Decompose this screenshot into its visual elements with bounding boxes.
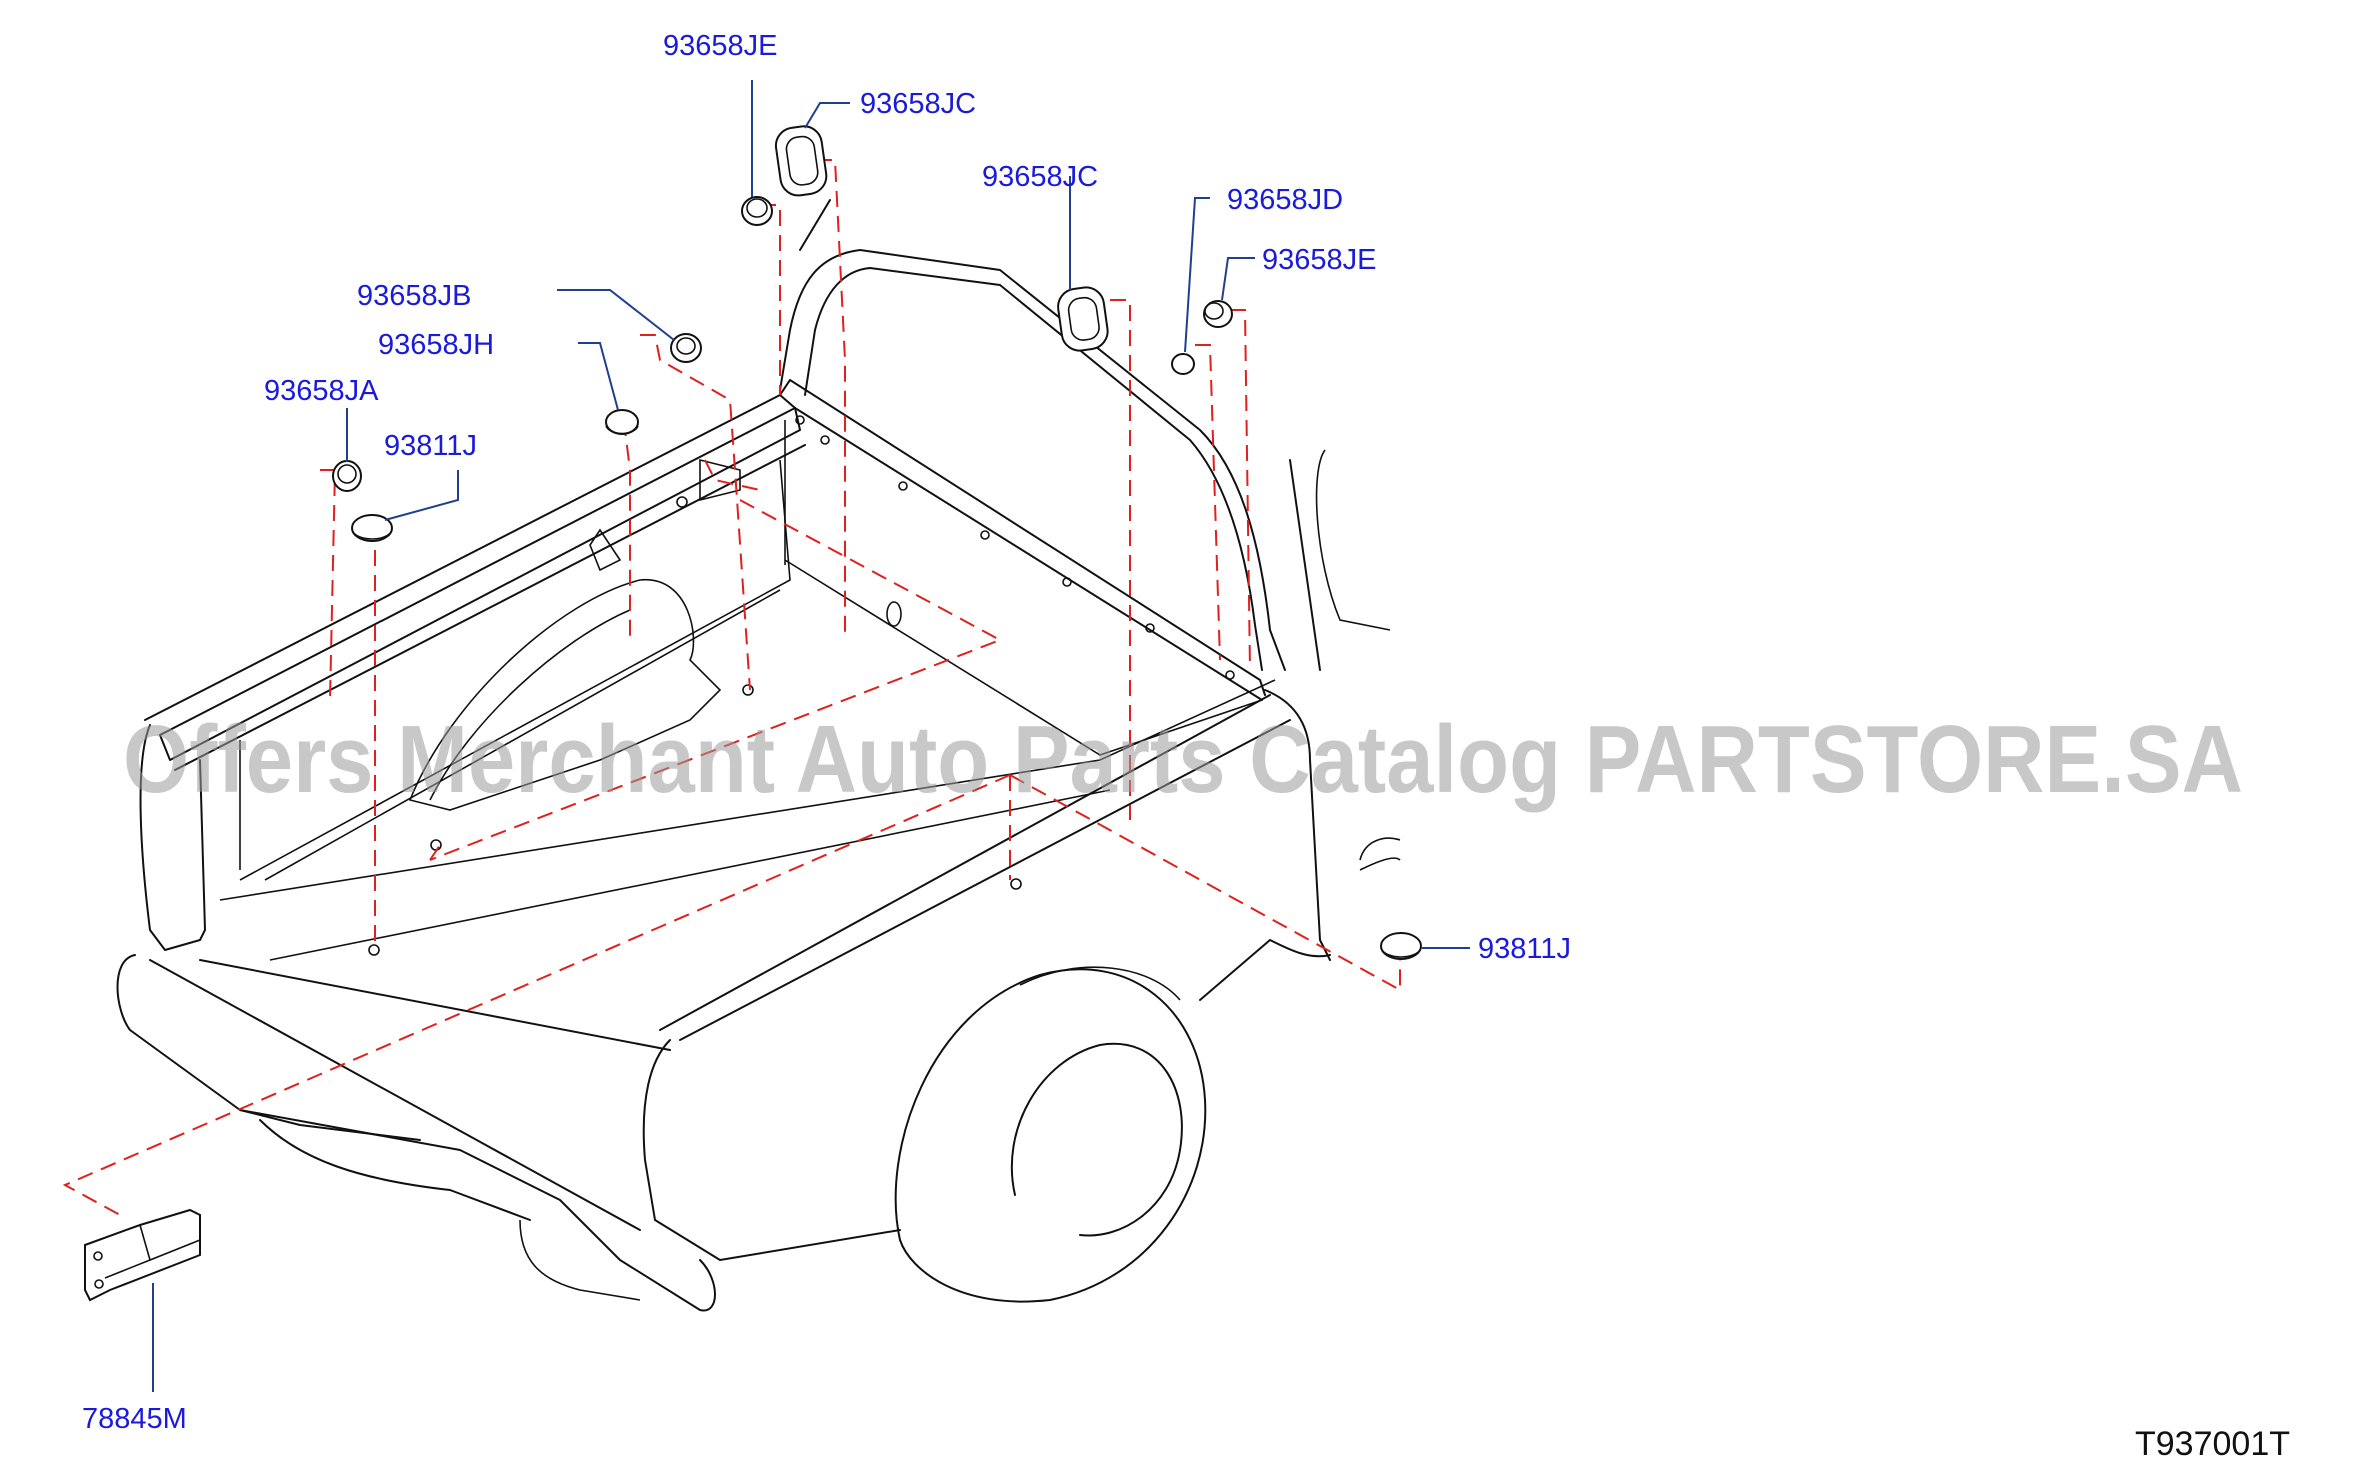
label-93658jb[interactable]: 93658JB bbox=[357, 280, 472, 312]
label-93658jh[interactable]: 93658JH bbox=[378, 329, 494, 361]
label-93658jd[interactable]: 93658JD bbox=[1227, 184, 1343, 216]
label-93658je-top[interactable]: 93658JE bbox=[663, 30, 778, 62]
leader-lines bbox=[152, 80, 1470, 1392]
grommet-93658jc-top[interactable] bbox=[774, 124, 829, 198]
part-labels: 93658JE 93658JC 93658JC 93658JD 93658JE … bbox=[82, 30, 1571, 1435]
grommet-93658je-right[interactable] bbox=[1203, 300, 1233, 328]
truck-bed-outline bbox=[116, 199, 1401, 1312]
label-78845m[interactable]: 78845M bbox=[82, 1403, 187, 1435]
parts bbox=[84, 124, 1422, 1302]
plug-93811j-left[interactable] bbox=[351, 514, 393, 542]
label-93658jc-mid[interactable]: 93658JC bbox=[982, 161, 1098, 193]
label-93658je-right[interactable]: 93658JE bbox=[1262, 244, 1377, 276]
label-93658jc-top[interactable]: 93658JC bbox=[860, 88, 976, 120]
label-93811j-right[interactable]: 93811J bbox=[1478, 933, 1571, 965]
label-93658ja[interactable]: 93658JA bbox=[264, 375, 379, 407]
grommet-93658ja[interactable] bbox=[332, 460, 362, 492]
watermark: Offers Merchant Auto Parts Catalog PARTS… bbox=[123, 706, 2243, 813]
grommet-93658jb[interactable] bbox=[670, 333, 702, 363]
grommet-93658jc-mid[interactable] bbox=[1056, 285, 1110, 353]
installation-guides bbox=[62, 159, 1401, 1216]
diagram-id-code: T937001T bbox=[2135, 1425, 2290, 1463]
plug-93811j-right[interactable] bbox=[1380, 932, 1422, 960]
bracket-78845m[interactable] bbox=[84, 1208, 201, 1302]
label-93811j-left[interactable]: 93811J bbox=[384, 430, 477, 462]
plug-93658jh[interactable] bbox=[605, 409, 639, 435]
grommet-93658je-top[interactable] bbox=[741, 196, 773, 226]
plug-93658jd[interactable] bbox=[1171, 353, 1195, 375]
